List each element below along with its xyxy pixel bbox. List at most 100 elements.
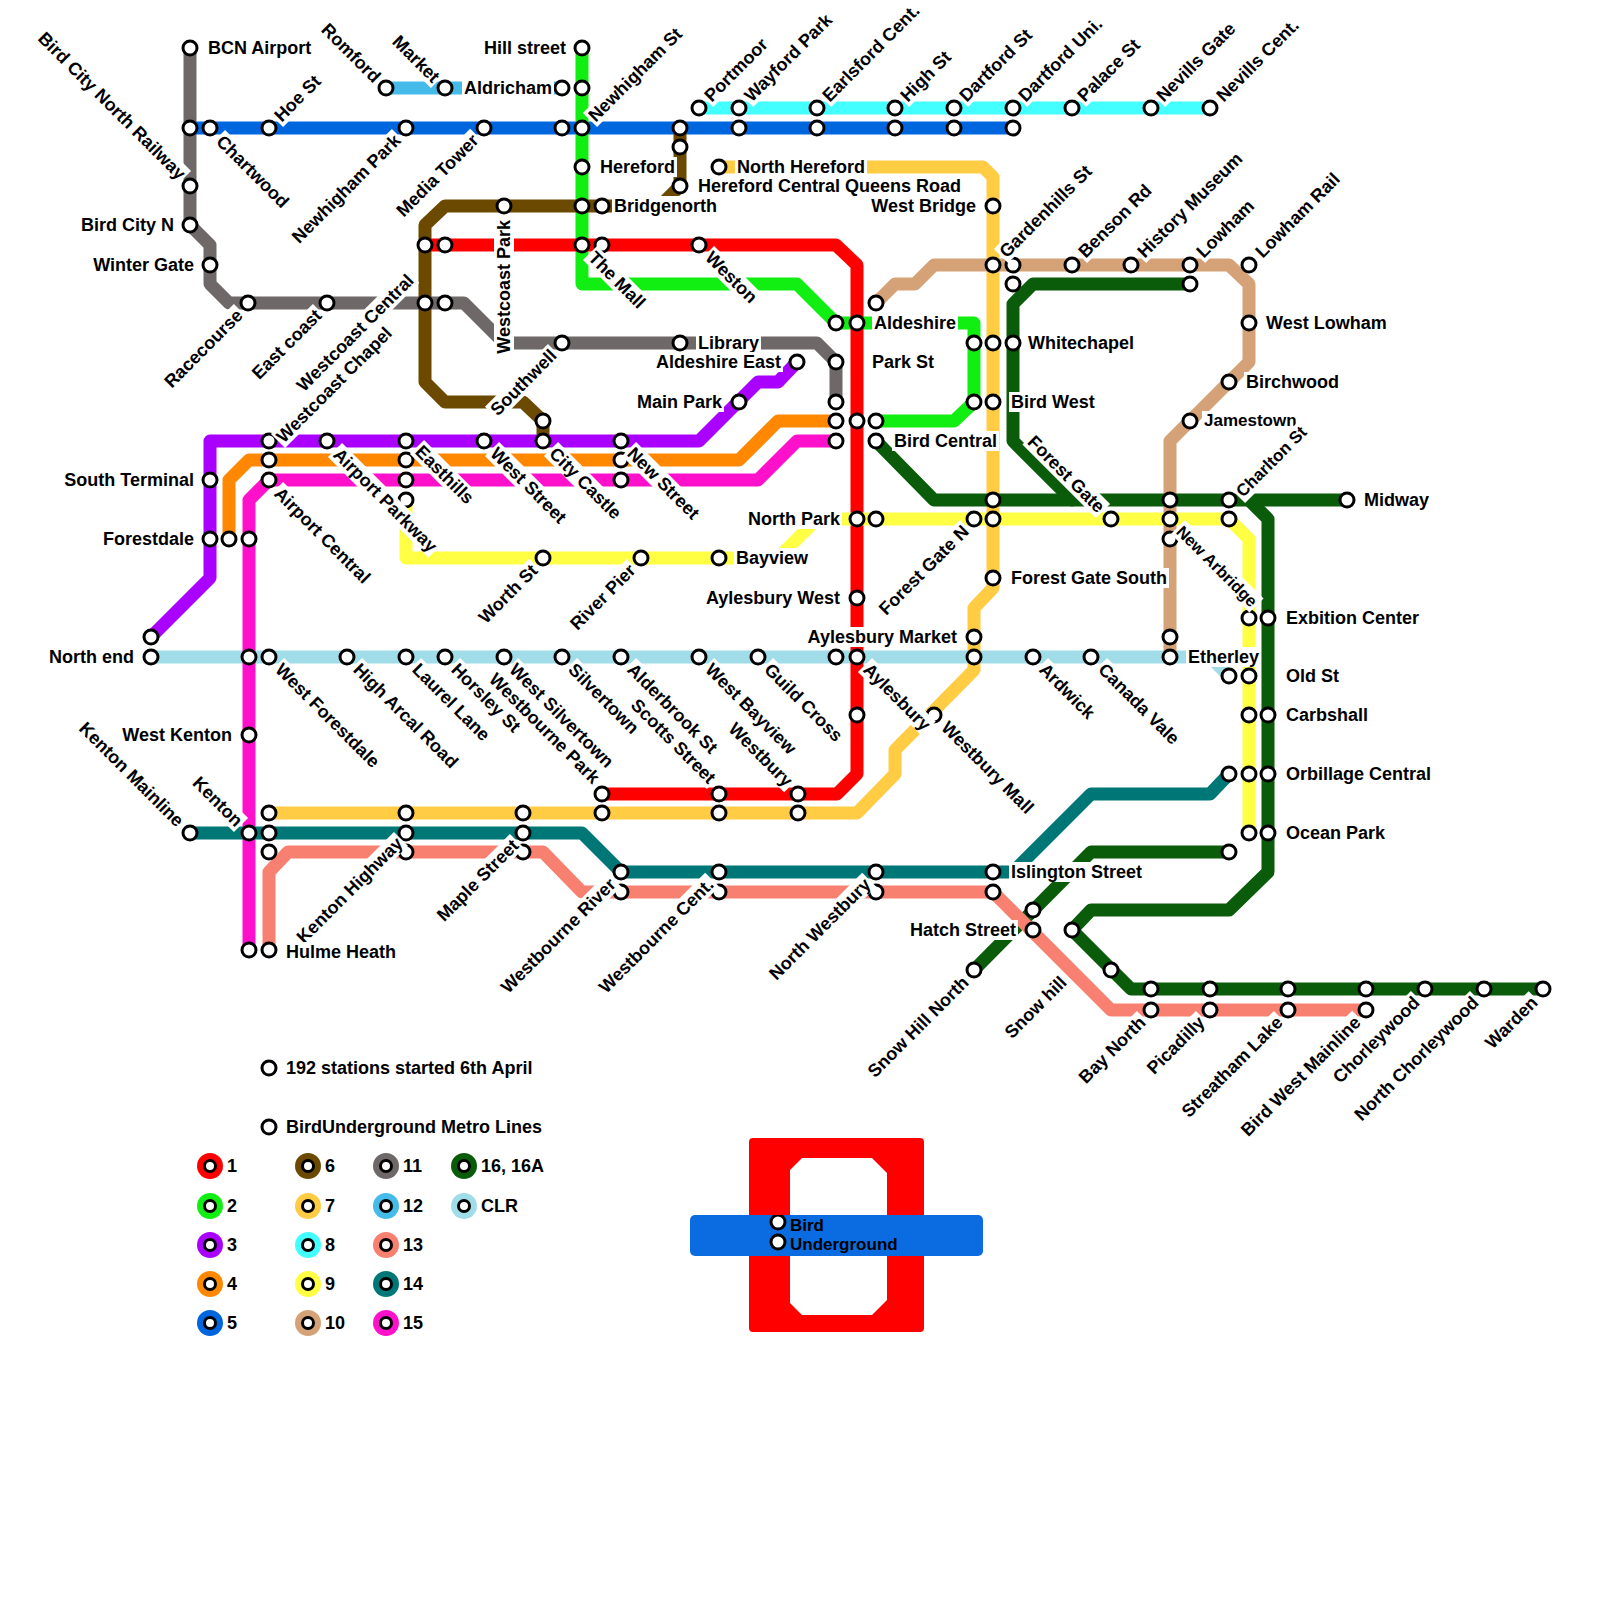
station-marker <box>810 121 824 135</box>
station-marker <box>947 121 961 135</box>
station-label: West Bridge <box>869 196 978 216</box>
legend-station-marker <box>381 1201 392 1212</box>
station-marker <box>850 650 864 664</box>
station-marker <box>1084 650 1098 664</box>
metro-line <box>151 657 1229 676</box>
legend-swatch <box>295 1232 321 1258</box>
station-marker <box>1242 316 1256 330</box>
station-label: Warden <box>1480 991 1543 1054</box>
station-marker <box>536 551 550 565</box>
station-marker <box>967 336 981 350</box>
station-label: Charlton St <box>1231 421 1313 503</box>
station-marker <box>1242 826 1256 840</box>
station-label: Ardwick <box>1034 658 1100 724</box>
station-label: Snow hill <box>999 971 1072 1044</box>
station-label: South Terminal <box>62 470 196 490</box>
station-marker <box>771 1235 785 1249</box>
station-marker <box>241 296 255 310</box>
station-marker <box>555 81 569 95</box>
station-marker <box>477 434 491 448</box>
station-marker <box>810 101 824 115</box>
legend-swatch <box>373 1193 399 1219</box>
station-label: Winter Gate <box>91 255 196 275</box>
legend-label: 10 <box>323 1313 347 1333</box>
station-marker <box>791 787 805 801</box>
station-label: Library <box>696 333 761 353</box>
station-label: Etherley <box>1186 647 1261 667</box>
station-label: Westbury Mall <box>936 716 1039 819</box>
station-marker <box>1222 767 1236 781</box>
station-marker <box>144 630 158 644</box>
station-marker <box>1006 336 1020 350</box>
legend-station-marker <box>205 1279 216 1290</box>
station-marker <box>712 787 726 801</box>
station-label: Bird Central <box>892 431 999 451</box>
station-label: Aylesbury Market <box>806 627 959 647</box>
station-label: Islington Street <box>1009 862 1144 882</box>
legend-station-marker <box>303 1161 314 1172</box>
station-label: Park St <box>870 352 936 372</box>
station-label: Westcoast Park <box>494 218 514 356</box>
legend-station-marker <box>303 1279 314 1290</box>
station-marker <box>1222 845 1236 859</box>
station-marker <box>1222 512 1236 526</box>
station-label: Main Park <box>635 392 724 412</box>
station-label: North end <box>47 647 136 667</box>
station-marker <box>1163 512 1177 526</box>
station-marker <box>986 336 1000 350</box>
station-marker <box>1477 982 1491 996</box>
station-marker <box>1065 923 1079 937</box>
station-marker <box>399 434 413 448</box>
metro-line <box>190 48 836 402</box>
station-marker <box>536 414 550 428</box>
station-marker <box>575 238 589 252</box>
station-label: Kenton <box>187 771 248 832</box>
station-label: Newhigham St <box>583 22 688 127</box>
station-marker <box>614 473 628 487</box>
legend-swatch <box>373 1153 399 1179</box>
station-marker <box>203 473 217 487</box>
station-marker <box>1065 258 1079 272</box>
station-marker <box>1183 258 1197 272</box>
station-marker <box>967 963 981 977</box>
station-label: West Lowham <box>1264 313 1389 333</box>
legend-label: 8 <box>323 1235 337 1255</box>
station-marker <box>438 650 452 664</box>
legend-label: 6 <box>323 1156 337 1176</box>
station-marker <box>183 41 197 55</box>
station-marker <box>183 218 197 232</box>
legend-station-marker <box>205 1240 216 1251</box>
metro-line <box>190 122 1013 135</box>
legend-swatch <box>373 1271 399 1297</box>
legend-swatch <box>197 1232 223 1258</box>
station-marker <box>262 121 276 135</box>
legend-label: 4 <box>225 1274 239 1294</box>
station-label: Bird City N <box>79 215 176 235</box>
station-label: Newhigham Park <box>287 129 407 249</box>
station-label: Snow Hill North <box>862 971 974 1083</box>
station-marker <box>967 650 981 664</box>
station-marker <box>262 473 276 487</box>
station-marker <box>183 121 197 135</box>
station-marker <box>262 1061 276 1075</box>
station-marker <box>1242 611 1256 625</box>
station-marker <box>1163 650 1177 664</box>
station-label: Birchwood <box>1244 372 1341 392</box>
station-marker <box>1006 121 1020 135</box>
legend-label: 15 <box>401 1313 425 1333</box>
station-marker <box>1006 277 1020 291</box>
station-label: North Hereford <box>735 157 867 177</box>
station-marker <box>967 395 981 409</box>
station-marker <box>242 650 256 664</box>
station-marker <box>1359 1003 1373 1017</box>
station-marker <box>850 591 864 605</box>
station-marker <box>203 121 217 135</box>
station-label: Carbshall <box>1284 705 1370 725</box>
station-marker <box>575 81 589 95</box>
station-marker <box>673 121 687 135</box>
station-marker <box>673 179 687 193</box>
station-marker <box>1340 493 1354 507</box>
station-label: North Park <box>746 509 842 529</box>
station-marker <box>222 532 236 546</box>
station-label: Lowham Rail <box>1250 168 1345 263</box>
